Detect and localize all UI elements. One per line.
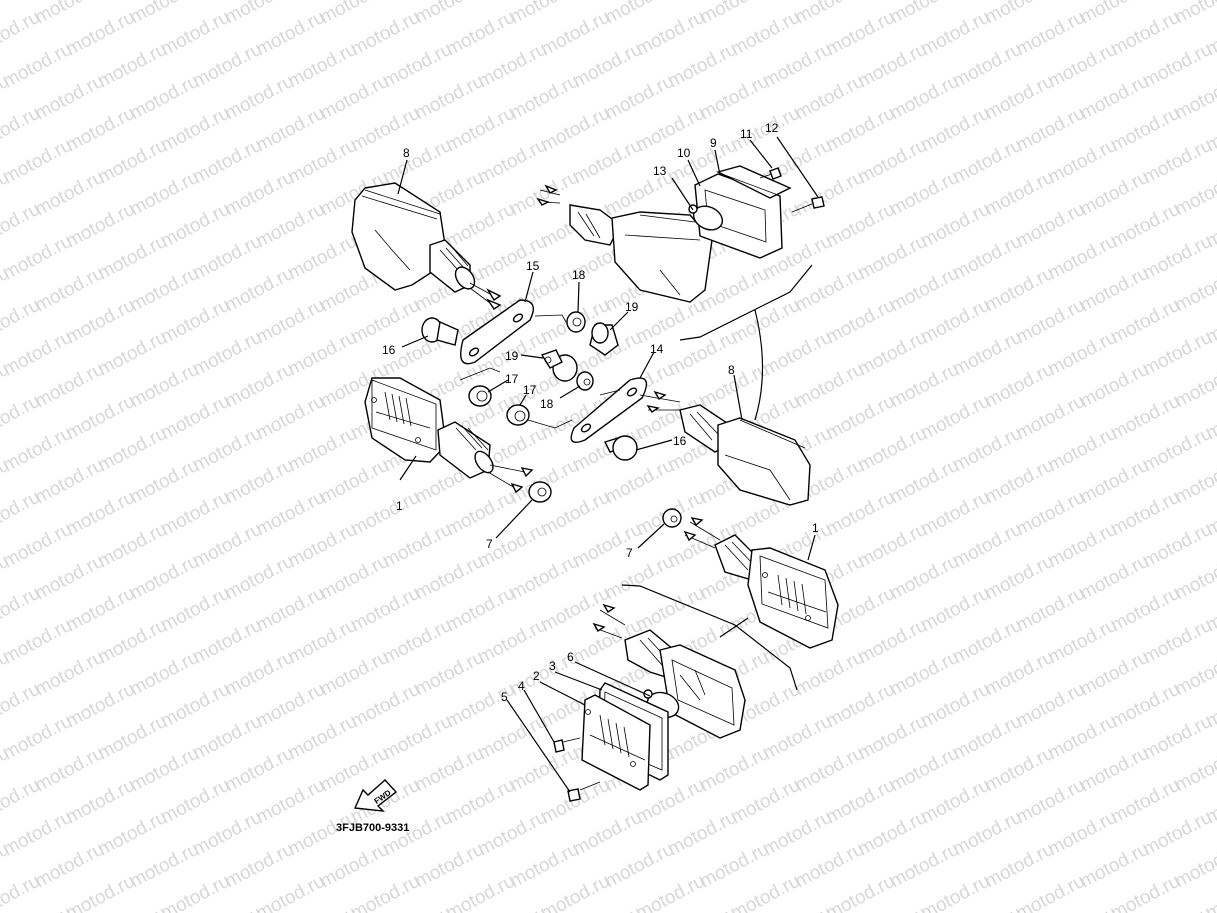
collar-19-upper[interactable] [589, 322, 619, 356]
callout-18: 18 [572, 268, 586, 282]
turn-signal-rear-right-assembled[interactable] [639, 390, 811, 506]
turn-signal-front-left[interactable] [364, 377, 534, 494]
bolt-16-lower[interactable] [604, 435, 638, 461]
callout-3: 3 [549, 659, 556, 673]
screw-5[interactable] [567, 781, 601, 802]
diagram-code: 3FJB700-9331 [336, 822, 409, 834]
screw-4[interactable] [553, 737, 581, 753]
turn-signal-front-body[interactable] [592, 603, 746, 739]
callout-17: 17 [505, 372, 519, 386]
collar-19-lower[interactable] [540, 349, 578, 382]
turn-signal-rear-left[interactable] [351, 182, 502, 310]
callout-13: 13 [653, 164, 667, 178]
stay-14[interactable] [527, 377, 648, 443]
callout-2: 2 [533, 669, 540, 683]
leader-lines [397, 136, 819, 793]
nut-7-right[interactable] [662, 508, 682, 528]
nut-18-upper[interactable] [566, 311, 586, 333]
callout-18: 18 [540, 397, 554, 411]
bolt-16-upper[interactable] [421, 317, 459, 346]
screw-12[interactable] [791, 196, 825, 213]
lens-2[interactable] [581, 694, 651, 791]
callout-11: 11 [740, 127, 753, 141]
callout-8: 8 [403, 146, 410, 160]
callout-6: 6 [567, 650, 574, 664]
callout-1: 1 [396, 499, 403, 513]
callout-19: 19 [505, 349, 519, 363]
stay-15[interactable] [459, 299, 567, 381]
callout-4: 4 [518, 679, 525, 693]
callout-14: 14 [650, 342, 664, 356]
callout-9: 9 [710, 136, 717, 150]
nut-7-left[interactable] [528, 481, 552, 503]
callout-16: 16 [673, 434, 687, 448]
callout-19: 19 [625, 300, 639, 314]
callout-5: 5 [501, 690, 508, 704]
callout-16: 16 [382, 343, 396, 357]
turn-signal-rear-right[interactable] [536, 184, 713, 303]
nut-18-lower[interactable] [576, 371, 594, 391]
group-bracket-rear [679, 264, 813, 341]
callout-10: 10 [677, 146, 691, 160]
callout-8: 8 [728, 363, 735, 377]
callout-7: 7 [626, 546, 633, 560]
callout-7: 7 [486, 537, 493, 551]
turn-signal-front-right[interactable] [683, 517, 839, 649]
nut-17-right[interactable] [506, 404, 530, 426]
group-bracket-front [621, 584, 798, 691]
callout-15: 15 [526, 259, 540, 273]
group-link-rear [754, 309, 764, 421]
group-link-front [719, 617, 749, 638]
callout-1: 1 [812, 521, 819, 535]
nut-17-left[interactable] [468, 385, 492, 407]
screw-11[interactable] [759, 167, 782, 180]
lens-gasket-bulb-rear[interactable] [688, 165, 792, 259]
callout-12: 12 [765, 121, 779, 135]
callout-17: 17 [523, 383, 537, 397]
callout-labels: 8 13 10 9 11 12 15 18 19 16 19 14 17 17 … [382, 121, 819, 704]
fwd-arrow-icon: FWD [353, 779, 398, 812]
